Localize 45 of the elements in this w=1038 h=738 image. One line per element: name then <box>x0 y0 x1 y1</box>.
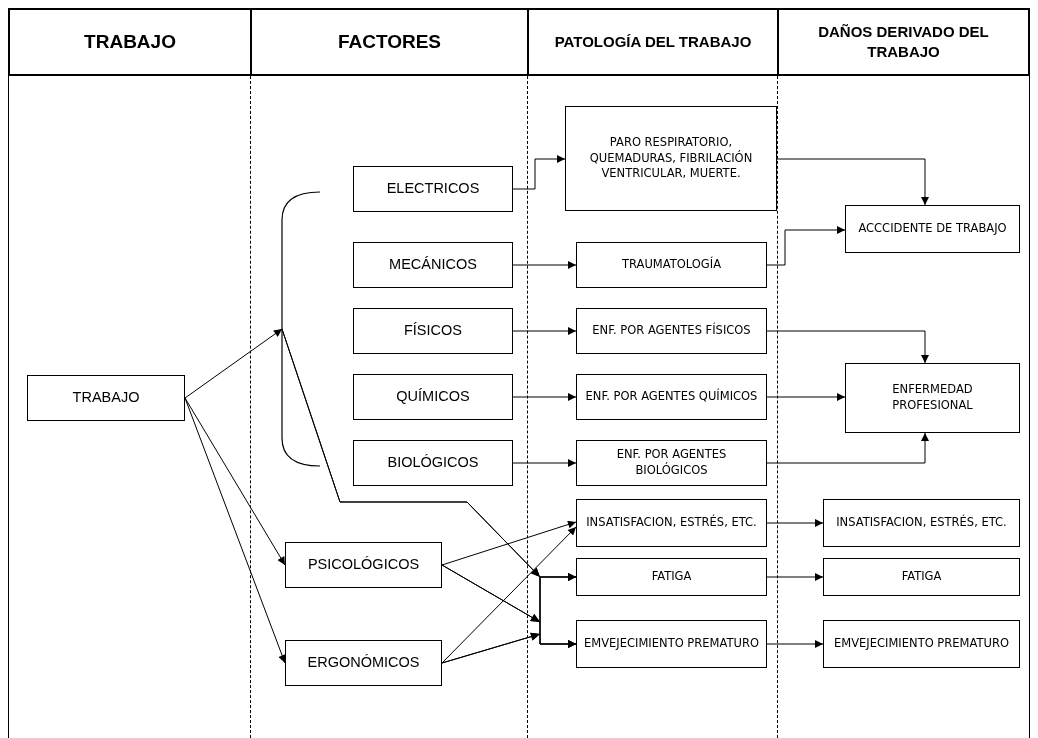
process-box: ELECTRICOS <box>353 166 513 212</box>
column-header: PATOLOGÍA DEL TRABAJO <box>527 8 779 76</box>
process-box: BIOLÓGICOS <box>353 440 513 486</box>
arrow <box>766 432 929 464</box>
process-box: INSATISFACION, ESTRÉS, ETC. <box>823 499 1020 547</box>
process-box: FATIGA <box>823 558 1020 596</box>
process-box: TRABAJO <box>27 375 185 421</box>
arrow <box>512 459 577 467</box>
column-header: FACTORES <box>250 8 529 76</box>
process-box: ENF. POR AGENTES QUÍMICOS <box>576 374 767 420</box>
process-box: EMVEJECIMIENTO PREMATURO <box>823 620 1020 668</box>
process-box: ACCCIDENTE DE TRABAJO <box>845 205 1020 253</box>
arrow <box>766 393 846 401</box>
arrow <box>512 393 577 401</box>
arrow <box>766 519 824 527</box>
column-header: DAÑOS DERIVADO DEL TRABAJO <box>777 8 1030 76</box>
arrow <box>184 397 286 664</box>
process-box: PSICOLÓGICOS <box>285 542 442 588</box>
column-header: TRABAJO <box>8 8 252 76</box>
process-box: TRAUMATOLOGÍA <box>576 242 767 288</box>
arrow <box>184 397 286 566</box>
process-box: QUÍMICOS <box>353 374 513 420</box>
process-box: EMVEJECIMIENTO PREMATURO <box>576 620 767 668</box>
arrow <box>776 158 929 206</box>
process-box: ENF. POR AGENTES FÍSICOS <box>576 308 767 354</box>
arrow <box>441 520 577 566</box>
arrow <box>766 330 929 364</box>
process-box: ENF. POR AGENTES BIOLÓGICOS <box>576 440 767 486</box>
process-box: INSATISFACION, ESTRÉS, ETC. <box>576 499 767 547</box>
arrow <box>766 226 846 266</box>
curly-bracket <box>282 192 320 466</box>
process-box: ENFERMEDAD PROFESIONAL <box>845 363 1020 433</box>
arrow <box>512 155 566 190</box>
process-box: FATIGA <box>576 558 767 596</box>
arrow <box>512 261 577 269</box>
process-box: MECÁNICOS <box>353 242 513 288</box>
process-box: FÍSICOS <box>353 308 513 354</box>
arrow <box>441 632 577 664</box>
arrow <box>441 526 577 664</box>
process-box: PARO RESPIRATORIO, QUEMADURAS, FIBRILACIÓN VENTRICULAR, MUERTE. <box>565 106 777 211</box>
arrow <box>184 328 283 399</box>
arrow <box>766 573 824 581</box>
arrow <box>766 640 824 648</box>
process-box: ERGONÓMICOS <box>285 640 442 686</box>
arrow <box>512 327 577 335</box>
